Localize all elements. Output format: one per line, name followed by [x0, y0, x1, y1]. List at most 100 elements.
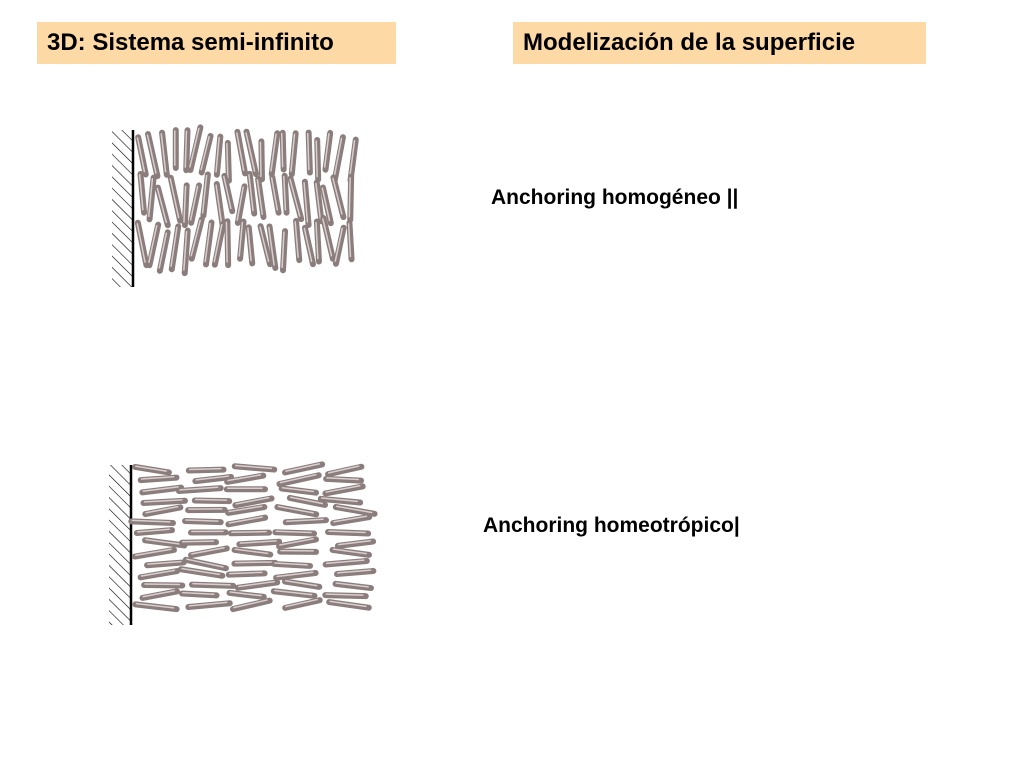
molecule-rod [272, 529, 318, 537]
molecule-rod [223, 486, 269, 493]
molecule-rod [185, 506, 228, 514]
molecule-rod [188, 216, 205, 262]
molecule-rod [141, 581, 186, 589]
molecule-rod [177, 566, 226, 579]
molecule-rod [281, 172, 290, 216]
molecule-rod [301, 178, 312, 228]
molecule-rod [287, 175, 305, 223]
molecule-rod [325, 529, 372, 537]
molecule-rod [313, 179, 325, 225]
molecule-rod [334, 538, 377, 549]
molecule-rod [224, 218, 232, 269]
molecules-vertical [134, 124, 359, 277]
molecule-rod [188, 581, 237, 589]
molecule-rod [131, 546, 177, 560]
molecule-rod [282, 517, 330, 526]
molecule-rod [224, 472, 267, 485]
molecule-rod [156, 229, 171, 274]
molecule-rod [322, 557, 370, 568]
molecule-rod [181, 182, 190, 229]
molecule-rod [332, 224, 347, 267]
molecule-rod [305, 129, 313, 176]
molecule-rod [144, 559, 187, 569]
molecule-rod [257, 223, 274, 268]
molecule-rod [224, 139, 232, 184]
molecule-rod [225, 504, 268, 516]
molecule-rod [213, 133, 224, 178]
molecule-rod [132, 463, 172, 476]
molecule-rod [183, 127, 191, 174]
molecule-rod [293, 217, 303, 264]
molecule-rod [258, 138, 265, 183]
molecule-rod [231, 463, 278, 473]
molecule-rod [231, 546, 274, 558]
molecule-rod [278, 485, 320, 496]
molecule-rod [198, 132, 214, 176]
molecule-rod [322, 129, 334, 173]
molecule-rod [145, 131, 161, 180]
molecule-rod [132, 601, 180, 613]
molecules-horizontal [128, 461, 378, 613]
molecule-rod [172, 127, 179, 172]
molecule-rod [282, 461, 326, 476]
molecule-rod [319, 184, 334, 227]
molecule-rod [200, 171, 211, 219]
molecule-rod [135, 134, 149, 178]
molecule-rod [137, 170, 148, 216]
molecule-rod [187, 124, 204, 174]
molecule-rod [202, 219, 215, 268]
molecule-rod [234, 128, 249, 177]
molecule-rod [211, 220, 227, 268]
molecule-rod [179, 590, 220, 599]
title-modelizacion-superficie: Modelización de la superficie [513, 22, 926, 64]
molecule-rod [329, 546, 372, 558]
molecule-rod [280, 228, 289, 274]
molecule-rod [159, 129, 170, 178]
molecule-rod [332, 580, 374, 592]
molecule-rod [334, 567, 377, 578]
wall-bottom [109, 465, 133, 625]
molecule-rod [255, 175, 267, 220]
molecule-rod [323, 475, 365, 484]
molecule-rod [347, 136, 359, 184]
molecule-rod [185, 600, 233, 611]
molecule-rod [188, 545, 230, 559]
molecule-rod [226, 589, 267, 600]
molecule-rod [181, 227, 191, 277]
molecule-rod [142, 537, 188, 549]
molecule-rod [325, 463, 365, 478]
molecule-rod [230, 597, 273, 613]
homogeneous-anchoring-diagram [112, 124, 359, 287]
molecule-rod [276, 536, 319, 550]
molecule-rod [281, 578, 323, 590]
molecule-rod [331, 134, 346, 184]
molecule-rod [146, 221, 162, 269]
molecule-rod [188, 529, 229, 536]
molecule-rod [277, 548, 320, 555]
molecule-rod [221, 172, 236, 215]
molecule-rod [128, 518, 176, 527]
molecule-rod [139, 484, 185, 496]
molecule-rod [279, 129, 287, 173]
molecule-rod [236, 538, 283, 548]
molecule-rod [273, 570, 319, 581]
molecule-rod [232, 495, 275, 509]
molecule-rod [266, 223, 279, 271]
molecule-rod [182, 518, 224, 526]
molecule-rod [237, 218, 247, 262]
molecule-rod [154, 184, 171, 229]
molecule-rod [137, 474, 180, 484]
molecule-rod [146, 174, 157, 223]
molecule-rod [330, 513, 373, 527]
molecule-rod [347, 173, 355, 223]
molecule-rod [346, 220, 355, 263]
molecule-rod [322, 592, 369, 600]
molecule-rod [178, 539, 220, 546]
molecule-rod [322, 483, 366, 497]
molecule-rod [270, 588, 318, 599]
molecule-rod [134, 219, 150, 269]
molecule-rod [225, 570, 268, 578]
molecule-rod [274, 504, 320, 518]
molecule-rod [301, 224, 316, 268]
molecule-rod [182, 556, 229, 572]
